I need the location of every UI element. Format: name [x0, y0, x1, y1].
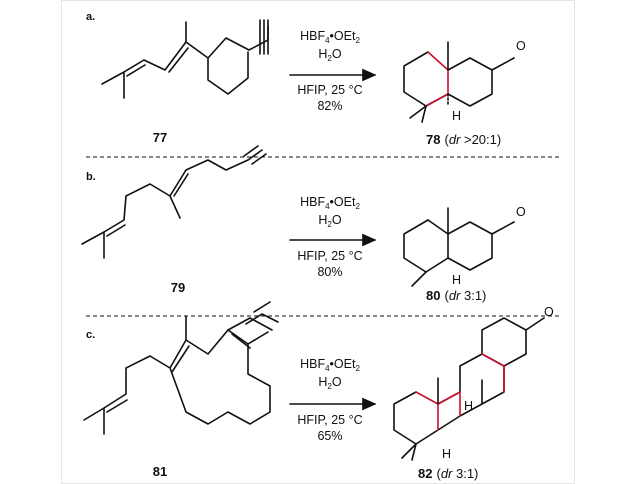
- substrate-81-label: 81: [153, 464, 167, 479]
- product-82-structure: [393, 317, 545, 461]
- section-c-label: c.: [86, 329, 95, 341]
- product-78-structure: [403, 41, 515, 123]
- section-a-label: a.: [86, 11, 95, 23]
- section-b-label: b.: [86, 171, 96, 183]
- yield-a: 82%: [317, 99, 342, 113]
- section-b: b. 79 HBF4•OEt2 H2O HFIP, 25 °C 80% O H: [81, 145, 526, 303]
- reagent-water-b: H2O: [318, 213, 341, 229]
- reagent-water-c: H2O: [318, 375, 341, 391]
- product-80-label: 80(dr 3:1): [426, 288, 486, 303]
- section-a: a. 77 HBF4•OEt2 H2O HFIP, 25 °C 82%: [86, 11, 526, 147]
- ketone-oxygen-b: O: [516, 205, 526, 219]
- reagent-hbf4-c: HBF4•OEt2: [300, 357, 360, 373]
- conditions-a: HFIP, 25 °C: [297, 83, 362, 97]
- substrate-79-label: 79: [171, 280, 185, 295]
- ring-fusion-h-c-lower: H: [442, 447, 451, 461]
- section-c: c. 81 HBF4•OEt2 H2O HFIP, 25 °C 65%: [83, 301, 554, 481]
- ring-fusion-h-b: H: [452, 273, 461, 287]
- yield-c: 65%: [317, 429, 342, 443]
- ketone-oxygen-a: O: [516, 39, 526, 53]
- substrate-77-label: 77: [153, 130, 167, 145]
- product-82-label: 82(dr 3:1): [418, 466, 478, 481]
- yield-b: 80%: [317, 265, 342, 279]
- product-78-label: 78(dr >20:1): [426, 132, 501, 147]
- ring-fusion-h-c-upper: H: [464, 399, 473, 413]
- reagent-water-a: H2O: [318, 47, 341, 63]
- product-80-structure: [403, 207, 515, 287]
- conditions-b: HFIP, 25 °C: [297, 249, 362, 263]
- ketone-oxygen-c: O: [544, 305, 554, 319]
- reagent-hbf4-b: HBF4•OEt2: [300, 195, 360, 211]
- substrate-77-structure: [101, 19, 269, 99]
- conditions-c: HFIP, 25 °C: [297, 413, 362, 427]
- ring-fusion-h-a: H: [452, 109, 461, 123]
- substrate-79-structure: [81, 145, 267, 259]
- reagent-hbf4-a: HBF4•OEt2: [300, 29, 360, 45]
- substrate-81-structure: [83, 301, 279, 435]
